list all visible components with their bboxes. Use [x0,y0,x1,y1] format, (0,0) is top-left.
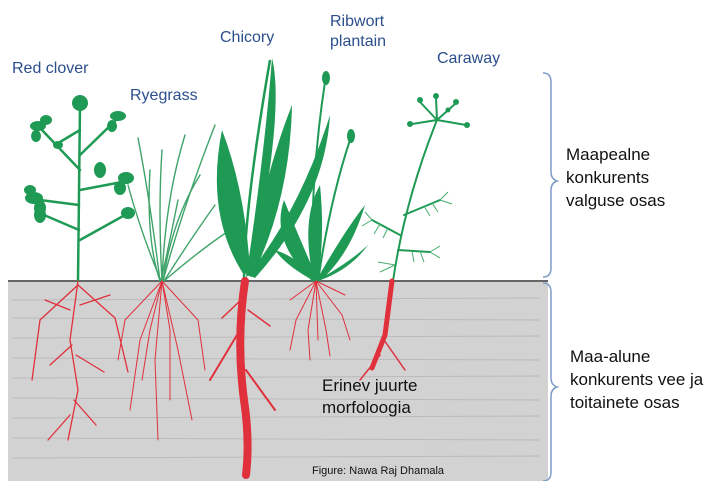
plant-label-caraway: Caraway [437,49,500,69]
plant-label-red-clover: Red clover [12,59,88,79]
red-clover-plant [24,95,135,281]
soil-layer [8,281,548,481]
above-ground-label: Maapealne konkurents valguse osas [566,143,691,212]
root-morphology-label: Erinev juurte morfoloogia [322,375,442,419]
below-ground-label: Maa-alune konkurents vee ja toitainete o… [570,345,720,414]
plant-label-ryegrass: Ryegrass [130,86,198,106]
ribwort-plantain-plant [275,71,368,281]
ryegrass-plant [128,125,230,281]
caraway-plant [362,93,470,281]
figure-credit: Figure: Nawa Raj Dhamala [312,465,444,477]
plant-label-chicory: Chicory [220,28,274,48]
plant-label-ribwort-plantain: Ribwort plantain [330,12,396,52]
above-ground-bracket [543,73,557,277]
